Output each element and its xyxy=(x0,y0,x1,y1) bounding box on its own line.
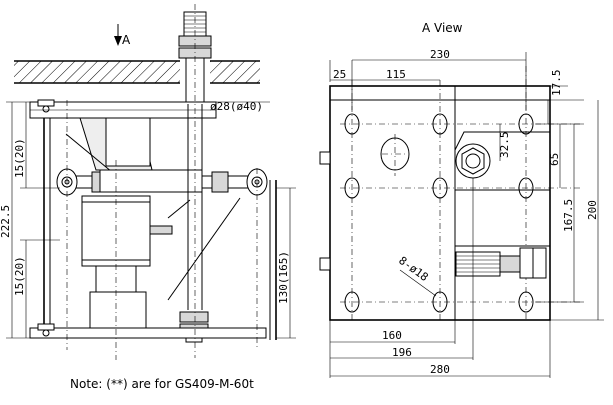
a-view-title: A View xyxy=(422,21,463,35)
dim-bottom-160: 160 xyxy=(382,329,402,342)
left-dimensions: 15(20) 222.5 15(20) xyxy=(0,101,60,339)
stabilizer-bar xyxy=(56,168,268,196)
bottom-plate xyxy=(29,323,267,339)
right-dimension: 130(165) xyxy=(276,187,296,339)
note-text: Note: (**) are for GS409-M-60t xyxy=(70,377,254,391)
dim-top-mid: 115 xyxy=(386,68,406,81)
dim-bottom-196: 196 xyxy=(392,346,412,359)
bottom-dimensions: 160 196 280 xyxy=(329,178,551,378)
section-marker-label: A xyxy=(122,33,131,47)
dim-bolt: 32.5 xyxy=(498,132,511,159)
threaded-rod-bottom xyxy=(179,104,209,343)
dim-right-1675: 167.5 xyxy=(562,199,575,232)
dim-top-total: 230 xyxy=(430,48,450,61)
a-view: A View xyxy=(319,21,604,378)
side-bracket xyxy=(455,247,547,279)
dim-upper: 15(20) xyxy=(13,138,26,178)
dim-right-200: 200 xyxy=(586,200,599,220)
dim-right-65: 65 xyxy=(548,153,561,166)
dim-bottom-280: 280 xyxy=(430,363,450,376)
dim-right: 130(165) xyxy=(277,251,290,304)
hole-centerlines xyxy=(340,66,580,320)
rod-diameter-dim: ø28(ø40) xyxy=(206,100,270,113)
section-arrow: A xyxy=(114,24,131,47)
right-dimensions: 17.5 32.5 65 167.5 200 xyxy=(498,70,604,321)
dim-top-left: 25 xyxy=(333,68,346,81)
top-dimensions: 25 115 230 xyxy=(329,48,527,110)
ceiling-hatch xyxy=(14,58,260,86)
side-view: A xyxy=(0,4,296,360)
rod-diameter-label: ø28(ø40) xyxy=(210,100,263,113)
slot-plate xyxy=(454,131,550,191)
dim-total: 222.5 xyxy=(0,205,12,238)
hole-callout: 8-ø18 xyxy=(396,254,437,297)
dim-lower: 15(20) xyxy=(13,256,26,296)
dim-right-top: 17.5 xyxy=(550,70,563,97)
